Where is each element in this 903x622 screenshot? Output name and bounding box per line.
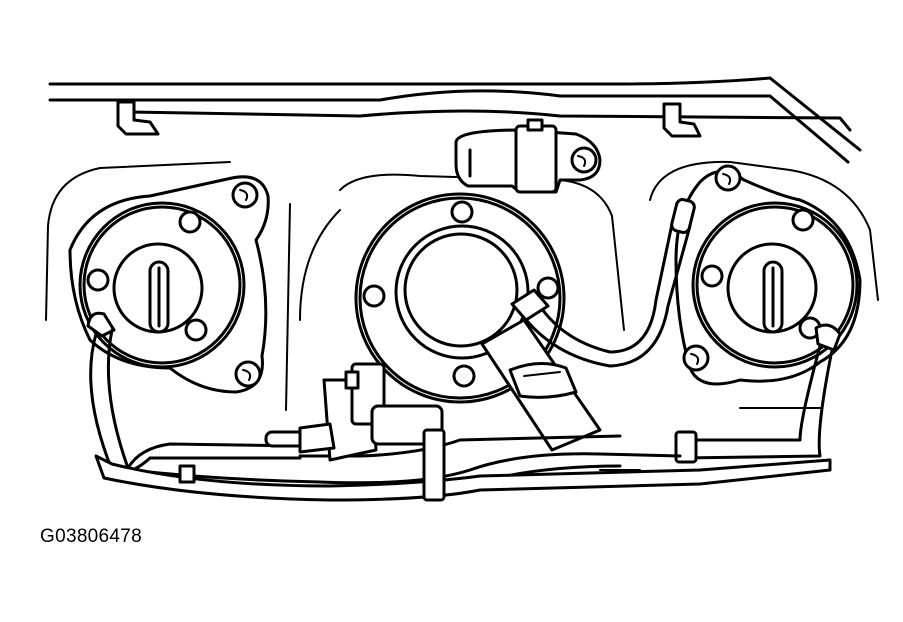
solenoid-valve (264, 362, 446, 502)
right-panel-outline (649, 160, 879, 301)
upper-bracket-right (662, 102, 702, 138)
intake-pipe (480, 318, 602, 452)
upper-bracket-left (116, 100, 160, 136)
left-mount-plate (68, 175, 270, 394)
right-hose (674, 323, 842, 464)
figure-code: G03806478 (40, 526, 143, 547)
pressure-sensor (454, 118, 602, 194)
right-mount-plate (674, 164, 862, 386)
detail-lines (285, 203, 821, 471)
center-housing (299, 173, 625, 404)
lower-bracket (94, 454, 832, 502)
middle-hose (510, 198, 696, 368)
top-frame-rails (48, 76, 862, 164)
left-panel-outline (45, 161, 231, 321)
